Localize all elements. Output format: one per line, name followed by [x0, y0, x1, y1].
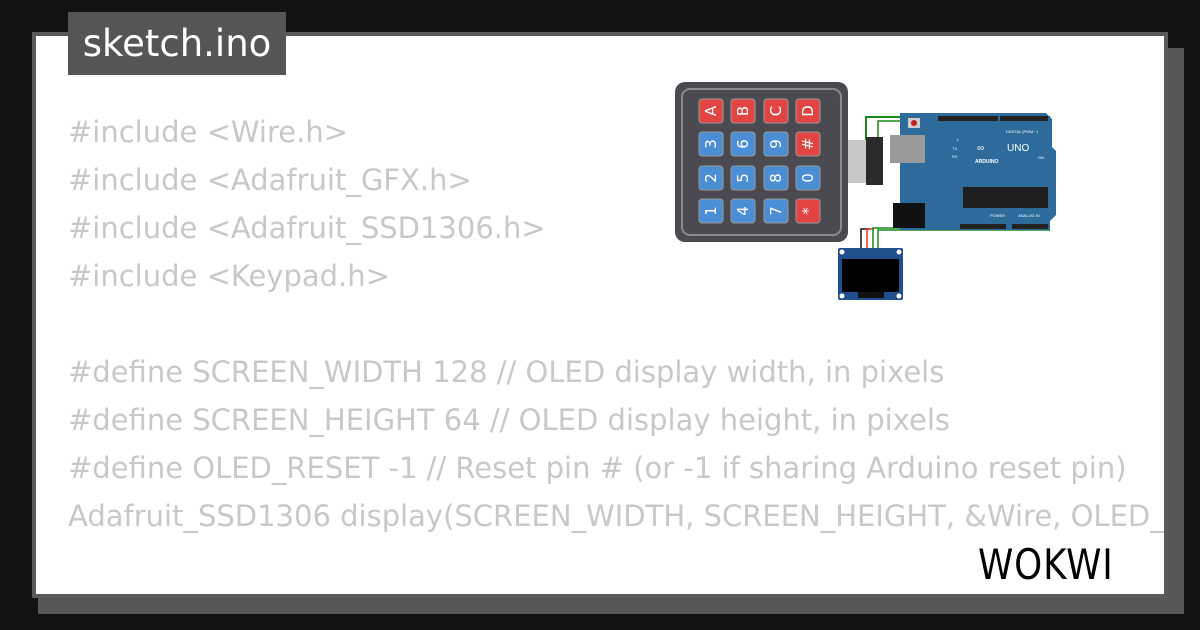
on-label: ON [1038, 155, 1044, 160]
digital-label: DIGITAL (PWM ~) [1006, 129, 1039, 134]
code-line: #include <Adafruit_GFX.h> [68, 163, 472, 197]
wire-sda [877, 229, 1050, 255]
wokwi-logo: WOKWI [978, 540, 1114, 589]
keypad-key-label: 1 [702, 206, 720, 216]
header-pins [1012, 224, 1048, 229]
keypad-key[interactable] [730, 165, 756, 191]
code-line: #define SCREEN_HEIGHT 64 // OLED display… [68, 403, 950, 437]
keypad-key-label: 9 [767, 139, 785, 149]
keypad-key[interactable] [763, 198, 789, 224]
arduino-uno[interactable]: DIGITAL (PWM ~) ARDUINO UNO ∞ ON L TX RX… [890, 113, 1056, 230]
keypad-key[interactable] [698, 131, 724, 157]
keypad-key-label: A [702, 105, 720, 116]
header-pins [1000, 116, 1048, 121]
keypad-key-label: 4 [734, 206, 752, 216]
infinity-logo-icon: ∞ [977, 143, 984, 154]
keypad-key[interactable] [698, 198, 724, 224]
file-tab: sketch.ino [68, 12, 286, 75]
code-line: #include <Adafruit_SSD1306.h> [68, 211, 546, 245]
code-line: #include <Keypad.h> [68, 259, 390, 293]
keypad-key-label: 3 [702, 139, 720, 149]
keypad-key[interactable] [698, 165, 724, 191]
rx-label: RX [952, 154, 958, 159]
atmega-chip [963, 187, 1048, 208]
power-jack [893, 203, 925, 228]
keypad-key-label: C [767, 106, 785, 116]
keypad-4x4[interactable]: A B C D 3 6 9 #2 5 8 0 1 4 7 * [675, 82, 883, 242]
code-line: Adafruit_SSD1306 display(SCREEN_WIDTH, S… [68, 499, 1168, 533]
keypad-key[interactable] [795, 131, 821, 157]
keypad-key[interactable] [730, 198, 756, 224]
analog-label: ANALOG IN [1018, 213, 1040, 218]
keypad-key[interactable] [795, 165, 821, 191]
wire-vcc [866, 228, 874, 255]
keypad-key[interactable] [730, 98, 756, 124]
keypad-key[interactable] [763, 98, 789, 124]
power-label: POWER [990, 213, 1005, 218]
keypad-key[interactable] [763, 165, 789, 191]
code-line: #define SCREEN_WIDTH 128 // OLED display… [68, 355, 945, 389]
tx-label: TX [952, 146, 957, 151]
keypad-key-label: 0 [799, 173, 817, 183]
keypad-key-label: 7 [767, 206, 785, 216]
keypad-key-label: * [799, 207, 817, 215]
keypad-key-label: 8 [767, 173, 785, 183]
keypad-key[interactable] [795, 198, 821, 224]
model-label: UNO [1007, 143, 1029, 154]
keypad-key-label: B [734, 106, 752, 116]
keypad-key-label: 2 [702, 173, 720, 183]
keypad-key[interactable] [698, 98, 724, 124]
keypad-key[interactable] [795, 98, 821, 124]
oled-ssd1306[interactable] [838, 248, 903, 300]
keypad-key[interactable] [730, 131, 756, 157]
code-line: #include <Wire.h> [68, 115, 349, 149]
header-pins [960, 224, 1006, 229]
keypad-key-label: # [799, 138, 817, 151]
keypad-key[interactable] [763, 131, 789, 157]
keypad-key-label: 6 [734, 139, 752, 149]
brand-label: ARDUINO [975, 159, 998, 165]
keypad-key-label: D [799, 105, 817, 117]
code-listing: #include <Wire.h> #include <Adafruit_GFX… [68, 108, 1168, 594]
usb-port [890, 135, 925, 163]
code-line: #define OLED_RESET -1 // Reset pin # (or… [68, 451, 1127, 485]
header-pins [938, 116, 998, 121]
keypad-key-label: 5 [734, 173, 752, 183]
l-label: L [957, 137, 960, 142]
